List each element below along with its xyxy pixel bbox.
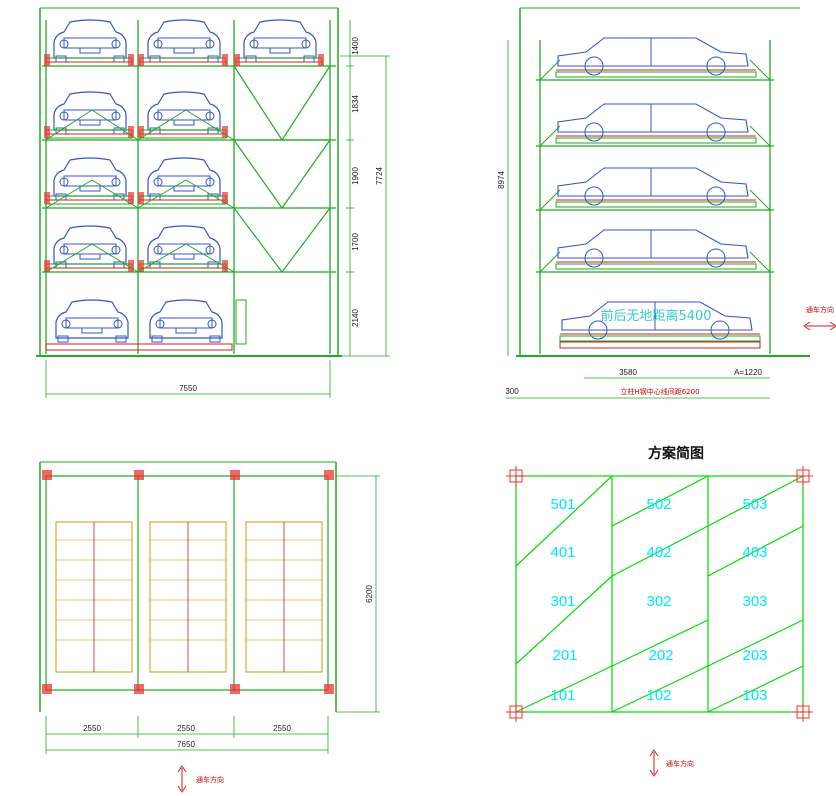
space-label-303: 303	[742, 593, 767, 610]
side-dim-span: 立柱H钢中心线间距6200	[620, 387, 699, 396]
plan-dim-bay-1: 2550	[83, 724, 101, 733]
front-dim-h2: 1834	[351, 95, 360, 113]
space-label-201: 201	[552, 647, 577, 664]
space-label-503: 503	[742, 496, 767, 513]
plan-dim-total: 7650	[177, 740, 195, 749]
space-label-202: 202	[648, 647, 673, 664]
plan-view: 6200 2550 2550 2550 7650 通车方向	[39, 461, 380, 793]
space-label-103: 103	[742, 687, 767, 704]
front-dim-h4: 1700	[351, 233, 360, 251]
side-dim-3580: 3580	[619, 368, 637, 377]
side-dim-a: A=1220	[734, 368, 762, 377]
front-dim-h1: 1400	[351, 37, 360, 55]
front-dim-h5: 2140	[351, 309, 360, 327]
space-label-401: 401	[550, 544, 575, 561]
scheme-direction-label: 通车方向	[666, 759, 694, 768]
side-elevation-view: 前后无地距离5400 8974 3580 A=1220 立柱H钢中心线间距620…	[497, 7, 836, 399]
scheme-diagram: 方案简图 501 502 503 4	[506, 445, 813, 777]
space-label-403: 403	[742, 544, 767, 561]
space-label-501: 501	[550, 496, 575, 513]
plan-dim-bay-2: 2550	[177, 724, 195, 733]
side-direction-label: 通车方向	[806, 305, 834, 314]
scheme-title: 方案简图	[648, 445, 704, 462]
side-direction-arrow-icon	[803, 321, 836, 331]
space-label-502: 502	[646, 496, 671, 513]
front-dim-total-width: 7550	[179, 384, 197, 393]
corner-marker-icon	[506, 466, 813, 722]
space-label-301: 301	[550, 593, 575, 610]
plan-dim-bay-3: 2550	[273, 724, 291, 733]
plan-direction-label: 通车方向	[196, 775, 224, 784]
side-car-note: 前后无地距离5400	[600, 308, 711, 324]
front-elevation-view: 1400 1834 1900 1700 2140 7724 7550	[36, 7, 390, 398]
space-label-402: 402	[646, 544, 671, 561]
space-label-101: 101	[550, 687, 575, 704]
front-dim-h3: 1900	[351, 167, 360, 185]
space-label-203: 203	[742, 647, 767, 664]
front-dim-total-height: 7724	[375, 167, 384, 185]
plan-direction-arrow-icon	[177, 765, 187, 793]
plan-dim-depth: 6200	[365, 585, 374, 603]
side-dim-300: 300	[505, 387, 519, 396]
scheme-direction-arrow-icon	[649, 749, 659, 777]
space-label-302: 302	[646, 593, 671, 610]
side-dim-height: 8974	[497, 171, 506, 189]
space-label-102: 102	[646, 687, 671, 704]
